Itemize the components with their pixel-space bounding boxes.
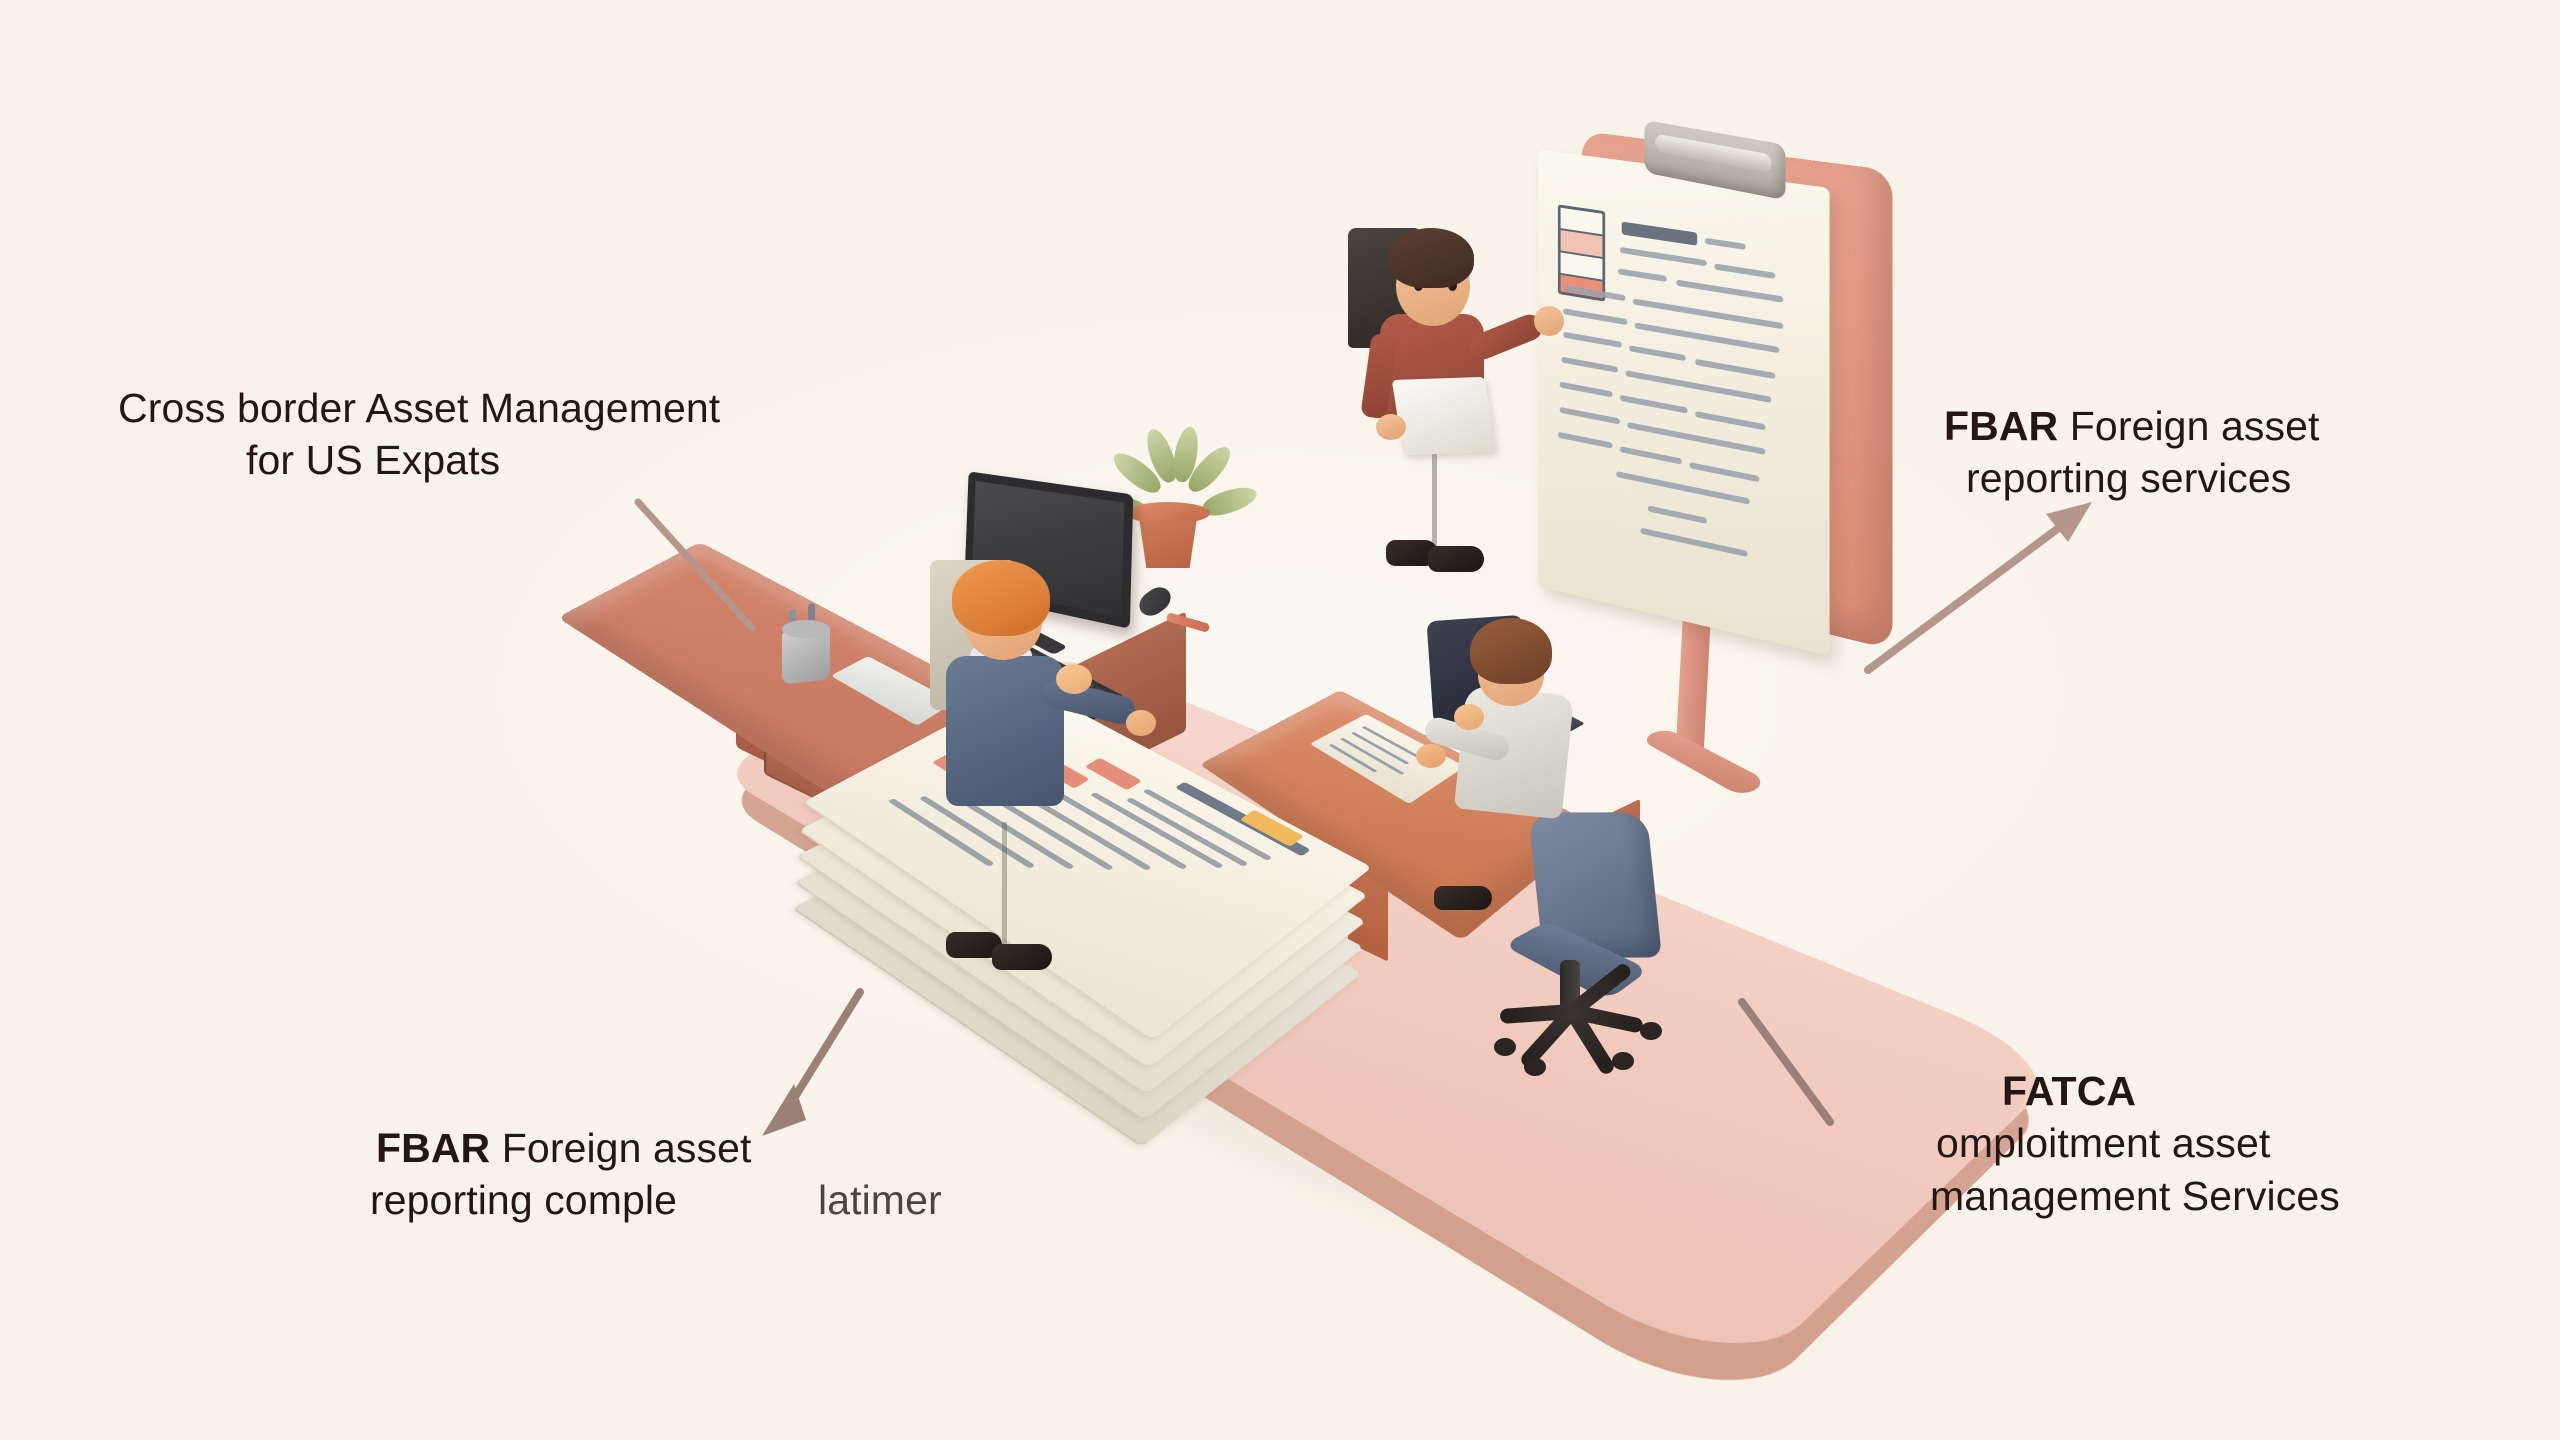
label-bottom-right: FATCA omploitment asset management Servi… [1930,1065,2340,1222]
arrow-bottom-right [1738,998,1834,1126]
figure-reviewer [930,560,1156,990]
chair-caster [1640,1022,1662,1040]
presenter-document [1391,376,1497,456]
reviewer-hair [952,560,1050,636]
plant-pot-rim [1126,502,1210,524]
presenter-hand-right [1534,306,1564,336]
chair-caster [1524,1058,1546,1076]
reviewer-hand [1056,664,1092,694]
clipboard-paper [1538,149,1830,656]
chair-caster [1494,1038,1516,1056]
presenter-hair [1388,228,1474,288]
label-bottom-right-line3: management Services [1930,1172,2340,1219]
reviewer-hand [1126,710,1156,736]
label-top-right: FBAR Foreign asset reporting services [1944,400,2319,505]
arrow-top-left [634,498,756,632]
figure-seated-worker [1416,614,1620,918]
presenter-hand-left [1376,414,1406,440]
arrow-bottom-left [762,988,864,1136]
arrow-top-right [1864,502,2092,674]
chair-caster [1612,1052,1634,1070]
label-top-left-line2: for US Expats [246,437,501,484]
reviewer-shoe [992,944,1052,970]
reviewer-jacket [946,656,1064,806]
seated-hand [1454,704,1484,730]
seated-hand [1416,744,1446,768]
label-top-left: Cross border Asset Management for US Exp… [118,382,720,487]
label-bottom-right-line1: FATCA [2002,1068,2137,1114]
pen-cup-rim [782,620,830,638]
label-top-left-line1: Cross border Asset Management [118,385,721,431]
desk-left [557,424,1260,986]
label-bottom-left-line1: FBAR Foreign asset [376,1125,752,1171]
label-bottom-left-overlap: latimer [818,1177,942,1224]
figure-presenter [1348,228,1564,588]
label-top-right-line2: reporting services [1966,455,2292,502]
seated-shoe [1434,886,1492,910]
label-bottom-right-line2: omploitment asset [1936,1120,2271,1167]
presenter-shoe [1428,546,1484,572]
seated-hair [1470,618,1552,684]
label-top-right-line1: FBAR Foreign asset [1944,403,2320,449]
